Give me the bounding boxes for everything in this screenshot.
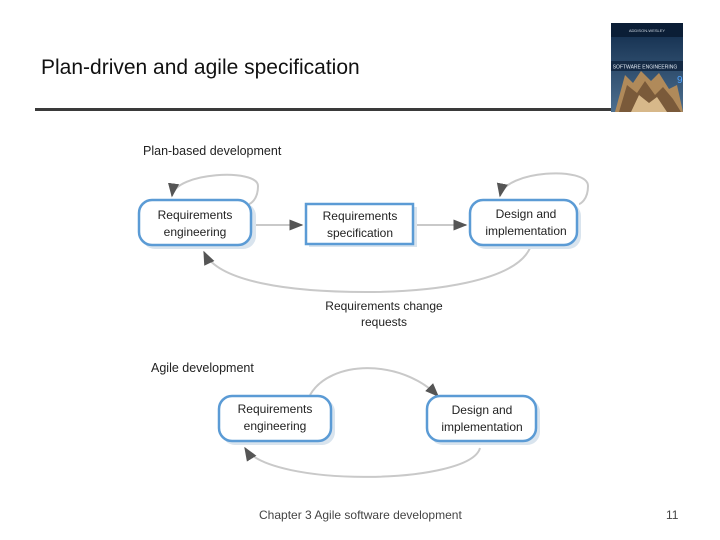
- plan-req-spec-line1: Requirements: [323, 209, 398, 223]
- book-title-text: SOFTWARE ENGINEERING: [613, 65, 678, 71]
- book-cover-image: ADDISON-WESLEY SOFTWARE ENGINEERING 9: [611, 23, 683, 112]
- title-rule: [35, 108, 615, 111]
- plan-design-impl-line2: implementation: [485, 224, 566, 238]
- agile-design-impl-line2: implementation: [441, 420, 522, 434]
- agile-design-impl-line1: Design and: [452, 403, 513, 417]
- change-requests-label-line1: Requirements change: [325, 299, 443, 313]
- plan-req-eng-line1: Requirements: [158, 208, 233, 222]
- plan-based-heading: Plan-based development: [143, 144, 282, 158]
- plan-req-eng-box: Requirements engineering: [137, 198, 256, 249]
- agile-eng-to-design-arrow: [309, 367, 439, 397]
- change-requests-arrow: [203, 247, 531, 294]
- agile-design-impl-box: Design and implementation: [425, 394, 540, 445]
- plan-req-spec-box: Requirements specification: [304, 202, 417, 247]
- plan-req-eng-line2: engineering: [164, 225, 227, 239]
- page-number: 11: [666, 508, 679, 522]
- book-edition-text: 9: [677, 75, 683, 86]
- change-requests-label-line2: requests: [361, 315, 407, 329]
- plan-design-impl-box: Design and implementation: [468, 198, 581, 249]
- book-publisher-text: ADDISON-WESLEY: [629, 28, 666, 33]
- agile-design-to-eng-arrow: [244, 446, 481, 478]
- agile-heading: Agile development: [151, 361, 254, 375]
- req-eng-self-loop-arrow: [168, 173, 260, 205]
- design-self-loop-arrow: [496, 172, 590, 205]
- slide-footer: Chapter 3 Agile software development: [259, 508, 462, 522]
- agile-req-eng-box: Requirements engineering: [217, 394, 335, 445]
- agile-req-eng-line1: Requirements: [238, 402, 313, 416]
- agile-req-eng-line2: engineering: [244, 419, 307, 433]
- slide-title: Plan-driven and agile specification: [41, 56, 360, 79]
- plan-design-impl-line1: Design and: [496, 207, 557, 221]
- plan-req-spec-line2: specification: [327, 226, 393, 240]
